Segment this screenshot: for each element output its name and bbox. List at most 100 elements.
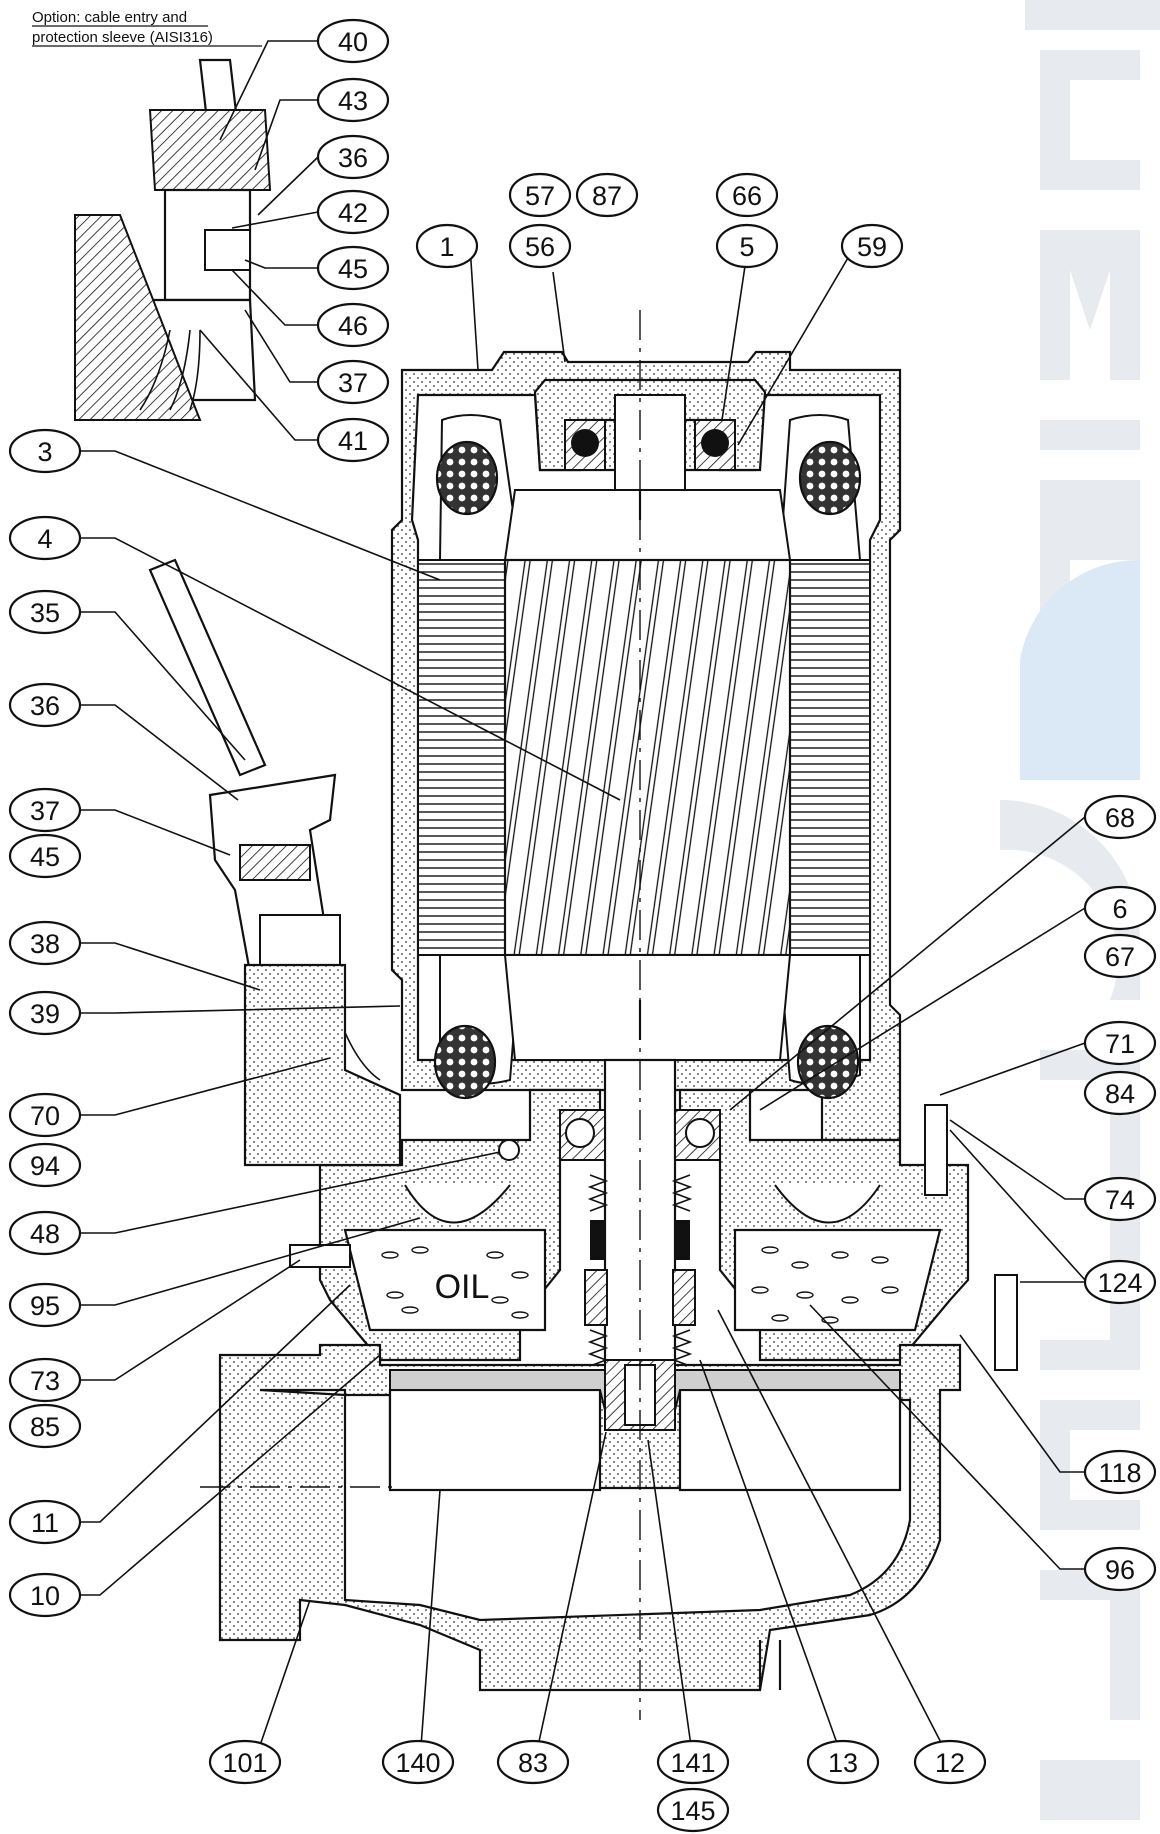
oil-label: OIL [435,1268,490,1306]
svg-text:39: 39 [30,999,60,1029]
svg-text:4: 4 [37,524,52,554]
svg-text:3: 3 [37,437,52,467]
svg-text:36: 36 [338,143,368,173]
svg-text:87: 87 [592,181,622,211]
callout-35: 35 [8,589,82,635]
svg-text:71: 71 [1105,1029,1135,1059]
svg-text:45: 45 [338,254,368,284]
stator [417,559,871,956]
callout-59: 59 [840,223,904,269]
callout-46: 46 [316,302,390,348]
svg-text:101: 101 [222,1748,267,1778]
callout-74: 74 [1083,1176,1157,1222]
svg-text:68: 68 [1105,803,1135,833]
callout-1: 1 [415,223,479,269]
seal-housing [318,1088,970,1367]
svg-text:41: 41 [338,426,368,456]
callout-10: 10 [8,1572,82,1618]
callout-6: 6 [1083,885,1157,931]
svg-text:96: 96 [1105,1555,1135,1585]
svg-text:140: 140 [395,1748,440,1778]
callouts: 40 43 36 42 45 46 37 41 57 87 56 66 5 1 … [8,18,1157,1833]
svg-text:12: 12 [935,1748,965,1778]
callout-40: 40 [316,18,390,64]
callout-68: 68 [1083,794,1157,840]
option-note: Option: cable entry and protection sleev… [32,9,262,47]
callout-83: 83 [496,1739,570,1785]
callout-36: 36 [8,682,82,728]
callout-38: 38 [8,920,82,966]
svg-text:70: 70 [30,1101,60,1131]
upper-bearing [564,394,736,491]
svg-text:74: 74 [1105,1185,1135,1215]
svg-text:36: 36 [30,691,60,721]
callout-140: 140 [381,1739,455,1785]
callout-37-option: 37 [316,359,390,405]
svg-text:35: 35 [30,598,60,628]
svg-text:66: 66 [732,181,762,211]
svg-text:95: 95 [30,1291,60,1321]
callout-66: 66 [715,172,779,218]
callout-141: 141 [656,1739,730,1785]
bolts [289,1104,1018,1371]
svg-text:67: 67 [1105,942,1135,972]
callout-56: 56 [508,223,572,269]
svg-text:13: 13 [828,1748,858,1778]
svg-text:37: 37 [30,796,60,826]
callout-42: 42 [316,189,390,235]
svg-text:59: 59 [857,232,887,262]
callout-5: 5 [715,223,779,269]
callout-84: 84 [1083,1070,1157,1116]
callout-3: 3 [8,428,82,474]
callout-124: 124 [1083,1259,1157,1305]
option-note-line1: Option: cable entry and [32,9,187,26]
callout-41: 41 [316,417,390,463]
svg-text:40: 40 [338,27,368,57]
callout-12: 12 [913,1739,987,1785]
svg-text:38: 38 [30,929,60,959]
callout-43: 43 [316,77,390,123]
callout-4: 4 [8,515,82,561]
callout-96: 96 [1083,1546,1157,1592]
callout-87: 87 [575,172,639,218]
cable-entry [148,558,402,1167]
svg-text:1: 1 [439,232,454,262]
svg-text:145: 145 [670,1796,715,1826]
svg-text:48: 48 [30,1219,60,1249]
svg-text:84: 84 [1105,1079,1135,1109]
svg-text:10: 10 [30,1581,60,1611]
svg-text:141: 141 [670,1748,715,1778]
callout-45: 45 [8,833,82,879]
oil-bubbles [381,1246,899,1324]
svg-text:37: 37 [338,368,368,398]
callout-48: 48 [8,1210,82,1256]
option-cable-detail [74,58,272,421]
callout-13: 13 [806,1739,880,1785]
callout-45-option: 45 [316,245,390,291]
callout-118: 118 [1083,1449,1157,1495]
callout-67: 67 [1083,933,1157,979]
svg-text:118: 118 [1098,1458,1141,1488]
callout-94: 94 [8,1142,82,1188]
svg-text:56: 56 [525,232,555,262]
callout-101: 101 [208,1739,282,1785]
svg-text:45: 45 [30,842,60,872]
svg-text:57: 57 [525,181,555,211]
svg-text:5: 5 [739,232,754,262]
callout-57: 57 [508,172,572,218]
svg-text:11: 11 [31,1508,59,1538]
callout-37: 37 [8,787,82,833]
callout-70: 70 [8,1092,82,1138]
svg-text:43: 43 [338,86,368,116]
svg-text:124: 124 [1097,1268,1142,1298]
callout-36-option: 36 [316,134,390,180]
option-note-line2: protection sleeve (AISI316) [32,29,213,46]
svg-text:83: 83 [518,1748,548,1778]
svg-text:46: 46 [338,311,368,341]
callout-39: 39 [8,990,82,1036]
callout-145: 145 [656,1787,730,1833]
rotor [503,489,792,1061]
svg-text:73: 73 [30,1366,60,1396]
